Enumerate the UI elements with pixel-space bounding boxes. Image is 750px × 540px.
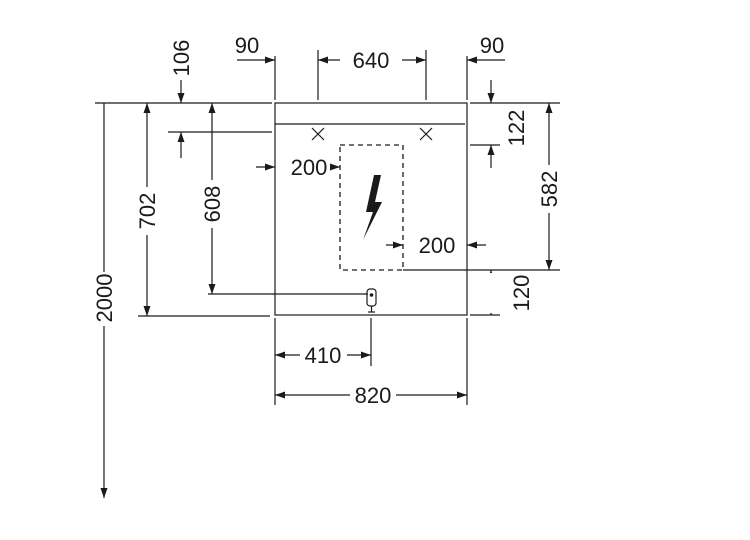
label-plates: [92, 49, 561, 407]
cross-icon: [311, 127, 325, 141]
light-width-label: 640: [353, 48, 390, 73]
socket-height-label: 608: [200, 186, 225, 223]
socket-icon: [366, 288, 377, 313]
dimension-labels: 2000 702 608 106 90 90 640 122 582 200 2…: [92, 33, 562, 408]
installation-zone: [339, 144, 404, 271]
lightning-bolt-icon: [363, 175, 382, 240]
zone-height-label: 582: [537, 171, 562, 208]
total-height-label: 2000: [92, 274, 117, 323]
cabinet-outline: [274, 102, 468, 316]
bottom-offset-label: 120: [509, 275, 534, 312]
extension-lines: [95, 50, 560, 405]
top-offset-label: 106: [169, 40, 194, 77]
zone-left-clearance-label: 200: [291, 155, 328, 180]
cabinet-width-label: 820: [355, 383, 392, 408]
left-overhang-label: 90: [235, 33, 259, 58]
light-depth-label: 122: [504, 110, 529, 147]
right-overhang-label: 90: [480, 33, 504, 58]
cross-icon: [419, 127, 433, 141]
socket-offset-label: 410: [305, 343, 342, 368]
cabinet-height-label: 702: [135, 193, 160, 230]
zone-right-clearance-label: 200: [419, 233, 456, 258]
